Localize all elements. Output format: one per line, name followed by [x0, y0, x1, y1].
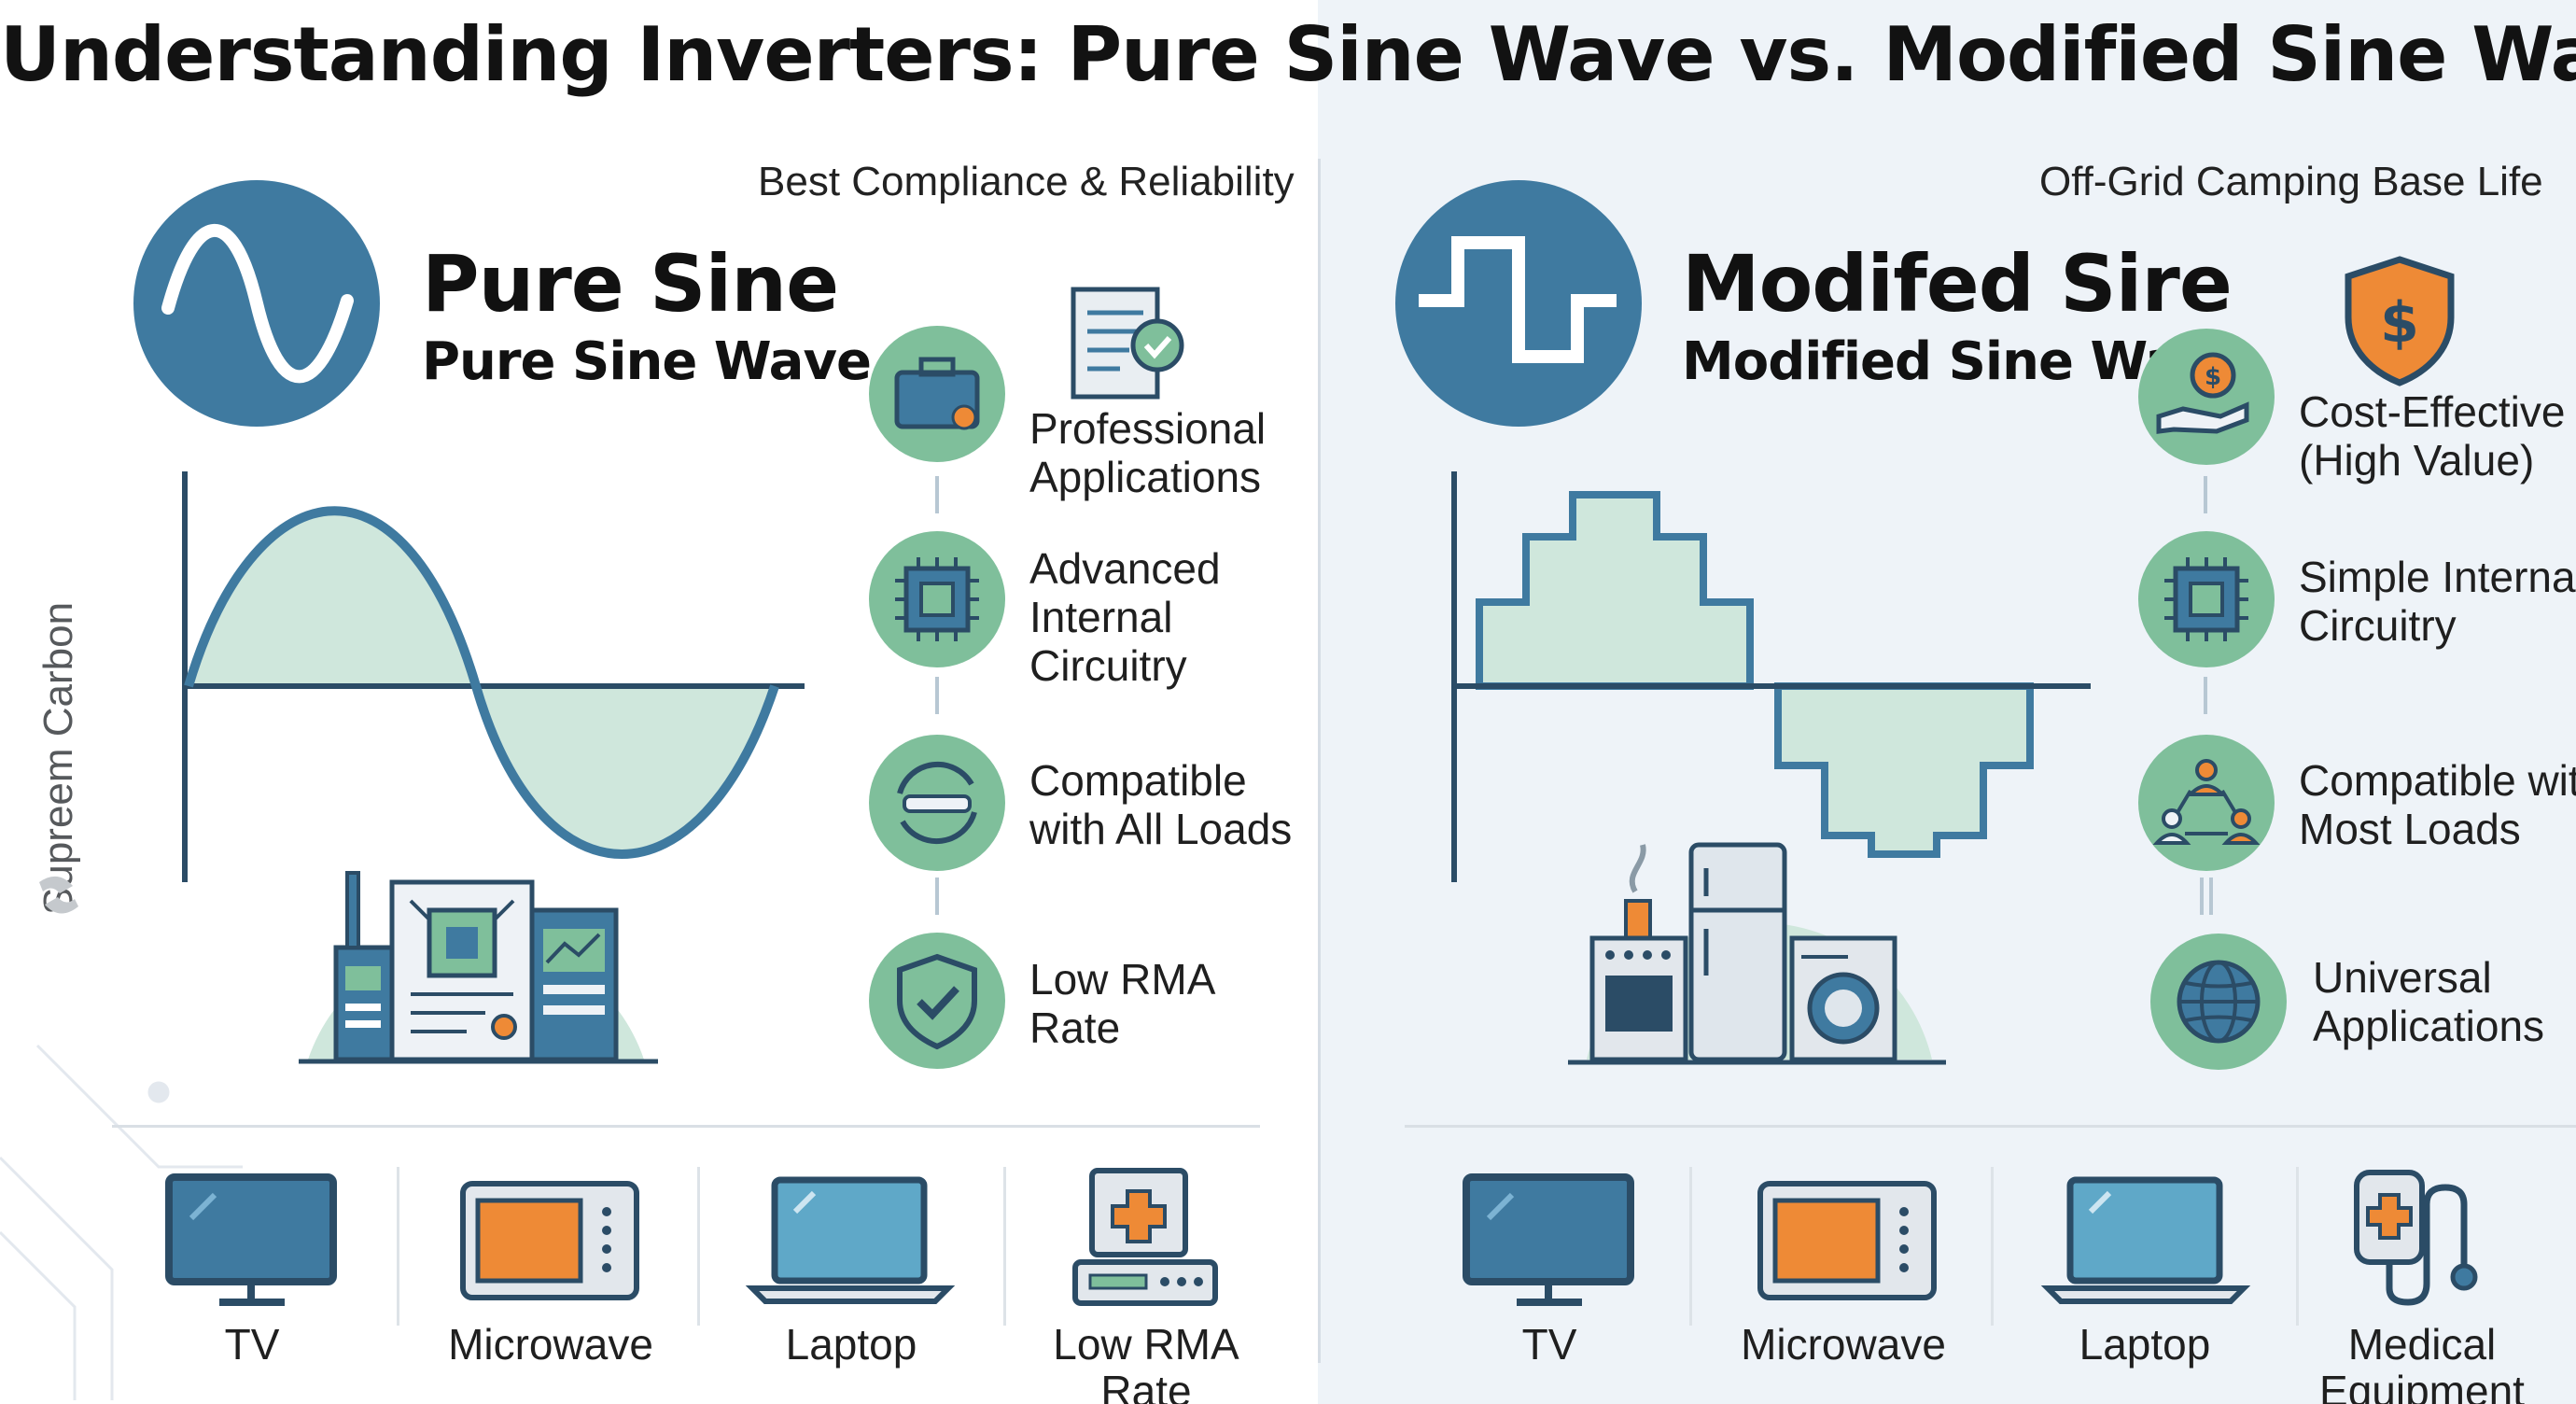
people-network-icon [2138, 735, 2275, 871]
app-tv: TV [224, 1320, 280, 1369]
cycle-arrows-icon [869, 735, 1005, 871]
pure-sine-waveform [182, 471, 805, 882]
svg-text:$: $ [2205, 363, 2221, 391]
briefcase-icon [869, 326, 1005, 462]
laptop-icon [2040, 1176, 2251, 1304]
app-separator [2296, 1167, 2299, 1326]
app-laptop: Laptop [785, 1320, 917, 1369]
microwave-icon [1757, 1181, 1937, 1300]
industrial-equipment-icon [299, 871, 658, 1064]
app-separator [697, 1167, 700, 1326]
svg-text:$: $ [2380, 290, 2419, 356]
square-wave-icon [1395, 180, 1642, 427]
app-tv: TV [1521, 1320, 1577, 1369]
modified-apps-divider [1405, 1125, 2576, 1128]
tv-icon [1463, 1173, 1634, 1306]
medical-device-icon [1072, 1168, 1218, 1306]
app-microwave: Microwave [448, 1320, 653, 1369]
dollar-shield-icon: $ [2345, 256, 2455, 386]
feature-cost-effective: Cost-Effective(High Value) [2299, 387, 2566, 484]
home-appliances-icon [1568, 842, 1946, 1065]
app-separator [397, 1167, 399, 1326]
page-title: Understanding Inverters: Pure Sine Wave … [0, 11, 2576, 98]
app-laptop: Laptop [2079, 1320, 2211, 1369]
brand-logo-icon [39, 876, 78, 914]
stethoscope-icon [2354, 1170, 2478, 1306]
app-separator [1991, 1167, 1994, 1326]
app-separator [1689, 1167, 1692, 1326]
globe-icon [2150, 934, 2287, 1070]
modified-tagline: Off-Grid Camping Base Life [2039, 159, 2543, 204]
sine-wave-icon [133, 180, 380, 427]
microwave-icon [460, 1181, 639, 1300]
hand-coin-icon: $ [2138, 329, 2275, 465]
pure-apps-divider [112, 1125, 1260, 1128]
chip-icon [2138, 531, 2275, 667]
modified-heading: Modifed Sire [1682, 238, 2233, 330]
tv-icon [165, 1173, 337, 1306]
chip-icon [869, 531, 1005, 667]
app-separator [1003, 1167, 1006, 1326]
certificate-icon [1071, 287, 1184, 400]
app-microwave: Microwave [1741, 1320, 1946, 1369]
feature-connector-line [935, 476, 939, 915]
pure-tagline: Best Compliance & Reliability [758, 159, 1295, 204]
pure-heading: Pure Sine [422, 238, 839, 330]
feature-connector-line [2200, 476, 2213, 915]
panel-divider [1318, 159, 1321, 1363]
shield-check-icon [869, 933, 1005, 1069]
modified-sine-waveform [1451, 471, 2091, 882]
pure-subheading: Pure Sine Wave [422, 331, 872, 392]
brand-watermark: Supreem Carbon [35, 601, 81, 915]
laptop-icon [745, 1176, 956, 1304]
circuit-decoration [0, 1044, 243, 1400]
